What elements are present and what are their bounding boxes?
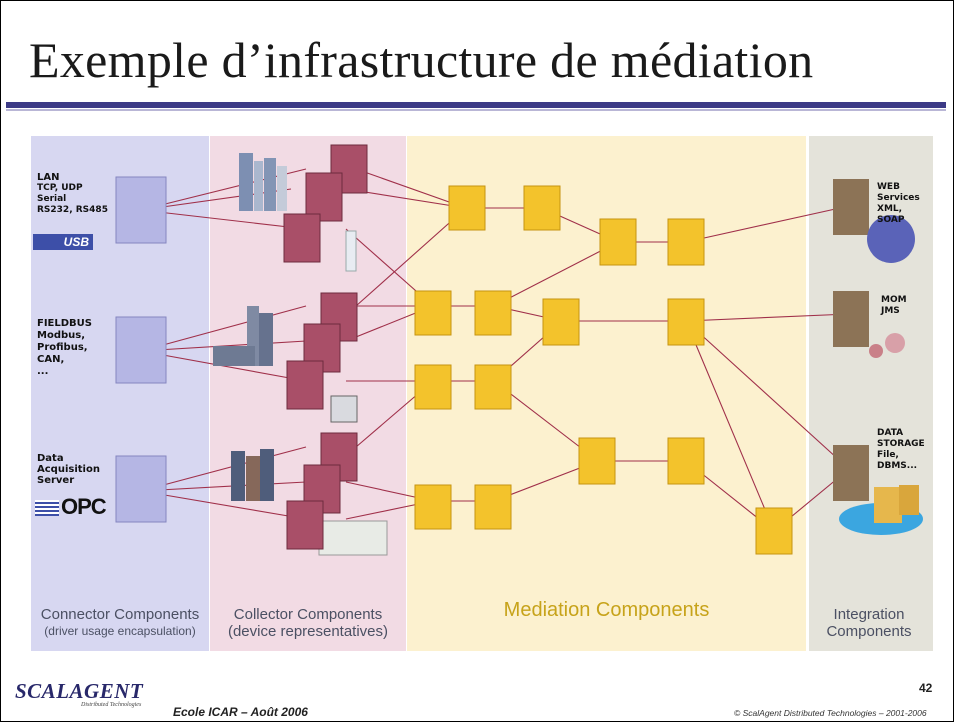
opc-logo-icon — [35, 500, 59, 517]
collector-caption: Collector Components (device representat… — [227, 606, 389, 640]
mom-label: MOM JMS — [881, 295, 907, 316]
integration-caption: Integration Components — [826, 606, 912, 640]
footer-event: Ecole ICAR – Août 2006 — [173, 705, 308, 719]
page-number: 42 — [919, 681, 933, 695]
daq-label: Data Acquisition Server — [37, 453, 100, 486]
data-storage-label: DATA STORAGE File, DBMS... — [877, 428, 925, 471]
lan-label: LAN TCP, UDP Serial RS232, RS485 — [37, 172, 108, 215]
scalagent-logo: SCALAGENT — [15, 679, 144, 703]
integration-panel — [809, 136, 933, 651]
footer-copyright: © ScalAgent Distributed Technologies – 2… — [734, 708, 927, 718]
usb-badge: USB — [33, 234, 93, 250]
fieldbus-label: FIELDBUS Modbus, Profibus, CAN, ... — [37, 318, 92, 377]
mediation-agents — [414, 185, 793, 555]
slide-title: Exemple d’infrastructure de médiation — [29, 32, 814, 88]
device-illustrations — [213, 153, 388, 556]
title-rule — [6, 102, 946, 108]
connector-nodes — [115, 176, 167, 523]
web-services-label: WEB Services XML, SOAP — [877, 182, 920, 225]
integration-endpoints — [833, 179, 923, 535]
mediation-caption: Mediation Components — [503, 599, 710, 621]
title-rule-shadow — [6, 109, 946, 111]
opc-badge: OPC — [35, 494, 107, 520]
connector-caption: Connector Components (driver usage encap… — [40, 606, 200, 638]
scalagent-logo-subtitle: Distributed Technologies — [81, 702, 142, 708]
collector-nodes — [283, 144, 368, 550]
